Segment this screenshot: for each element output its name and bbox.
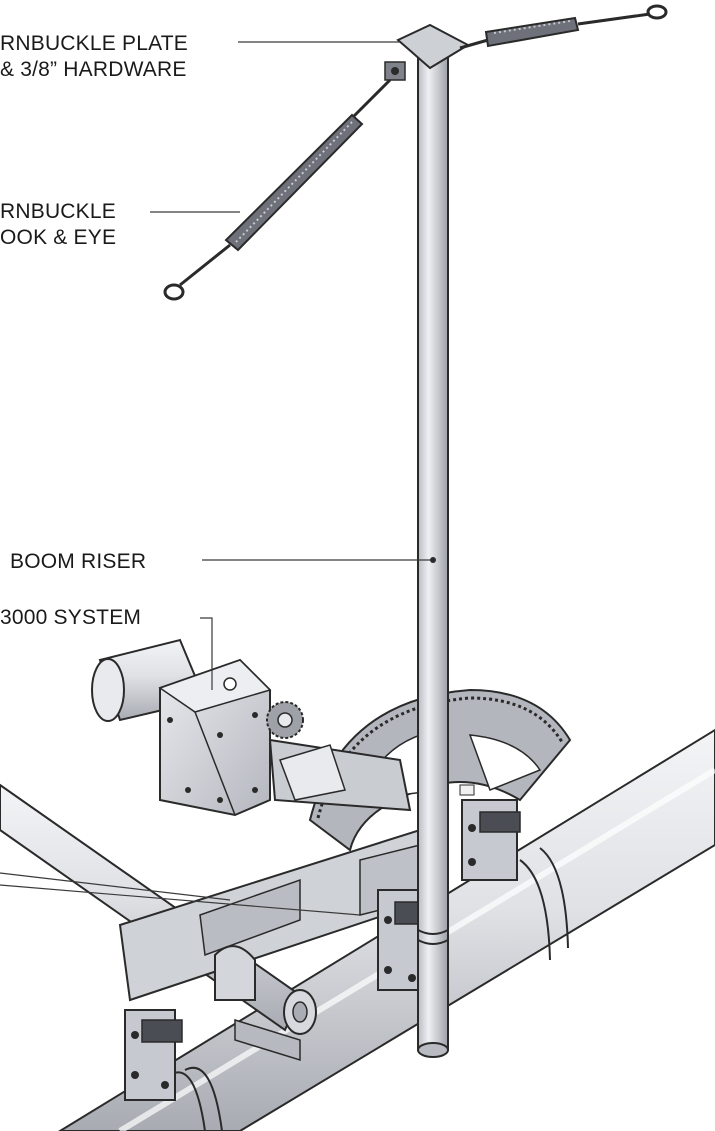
boom-riser-pole (417, 37, 449, 1058)
clamp-bracket-right (461, 799, 521, 881)
label-turnbuckle-line2: OOK & EYE (0, 226, 116, 249)
label-turnbuckle-plate-line1: RNBUCKLE PLATE (0, 32, 188, 55)
leader-system (200, 617, 213, 690)
leader-clamp-2 (0, 884, 361, 916)
label-boom-riser: BOOM RISER (10, 550, 146, 573)
label-system: 3000 SYSTEM (0, 606, 141, 629)
pipe-saddle (214, 945, 301, 1062)
turnbuckle-diagonal (163, 78, 392, 301)
leader-clamp-1 (0, 872, 231, 901)
turnbuckle-right (459, 4, 668, 50)
leader-lines (0, 41, 430, 916)
frame-bracket (118, 828, 432, 1002)
clamp-bracket-left (124, 1009, 183, 1101)
label-turnbuckle-line1: RNBUCKLE (0, 200, 116, 223)
label-turnbuckle-plate-line2: & 3/8” HARDWARE (0, 58, 187, 81)
gearbox-housing (158, 658, 272, 817)
sprocket (266, 701, 304, 739)
drive-arm (268, 738, 412, 812)
